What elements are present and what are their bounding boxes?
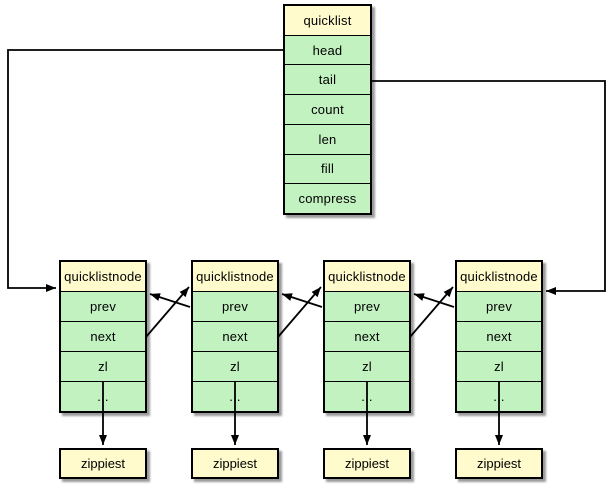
ziplist-box-3: zippiest xyxy=(323,448,411,479)
node1-prev-cell: prev xyxy=(61,291,145,321)
quicklist-compress-cell: compress xyxy=(285,183,370,214)
quicklistnode-struct-4: quicklistnode prev next zl ... xyxy=(455,260,543,413)
node3-next-cell: next xyxy=(325,321,409,351)
node2-zl-cell: zl xyxy=(193,351,277,381)
quicklist-struct: quicklist head tail count len fill compr… xyxy=(283,4,372,215)
node3-title-cell: quicklistnode xyxy=(325,262,409,291)
node1-title-cell: quicklistnode xyxy=(61,262,145,291)
ziplist-box-4: zippiest xyxy=(455,448,543,479)
quicklist-tail-cell: tail xyxy=(285,64,370,95)
prev-arrow-4-3 xyxy=(413,293,455,308)
quicklistnode-struct-2: quicklistnode prev next zl ... xyxy=(191,260,279,413)
quicklistnode-struct-1: quicklistnode prev next zl ... xyxy=(59,260,147,413)
node2-next-cell: next xyxy=(193,321,277,351)
quicklist-len-cell: len xyxy=(285,123,370,154)
quicklist-fill-cell: fill xyxy=(285,153,370,184)
node4-zl-cell: zl xyxy=(457,351,541,381)
quicklistnode-struct-3: quicklistnode prev next zl ... xyxy=(323,260,411,413)
node4-next-cell: next xyxy=(457,321,541,351)
quicklist-count-cell: count xyxy=(285,94,370,124)
node3-dots-cell: ... xyxy=(325,381,409,411)
node4-dots-cell: ... xyxy=(457,381,541,411)
prev-arrow-2-1 xyxy=(149,293,191,308)
node4-prev-cell: prev xyxy=(457,291,541,321)
node1-zl-cell: zl xyxy=(61,351,145,381)
node2-dots-cell: ... xyxy=(193,381,277,411)
node1-next-cell: next xyxy=(61,321,145,351)
next-arrow-3-4 xyxy=(409,286,454,338)
prev-arrow-3-2 xyxy=(281,293,323,308)
quicklist-title-cell: quicklist xyxy=(285,6,370,35)
node4-title-cell: quicklistnode xyxy=(457,262,541,291)
quicklist-head-cell: head xyxy=(285,34,370,65)
node3-zl-cell: zl xyxy=(325,351,409,381)
next-arrow-2-3 xyxy=(277,286,322,338)
head-pointer-arrow xyxy=(7,49,283,292)
next-arrow-1-2 xyxy=(145,286,190,338)
node3-prev-cell: prev xyxy=(325,291,409,321)
node2-prev-cell: prev xyxy=(193,291,277,321)
node2-title-cell: quicklistnode xyxy=(193,262,277,291)
ziplist-box-2: zippiest xyxy=(191,448,279,479)
ziplist-box-1: zippiest xyxy=(59,448,147,479)
node1-dots-cell: ... xyxy=(61,381,145,411)
